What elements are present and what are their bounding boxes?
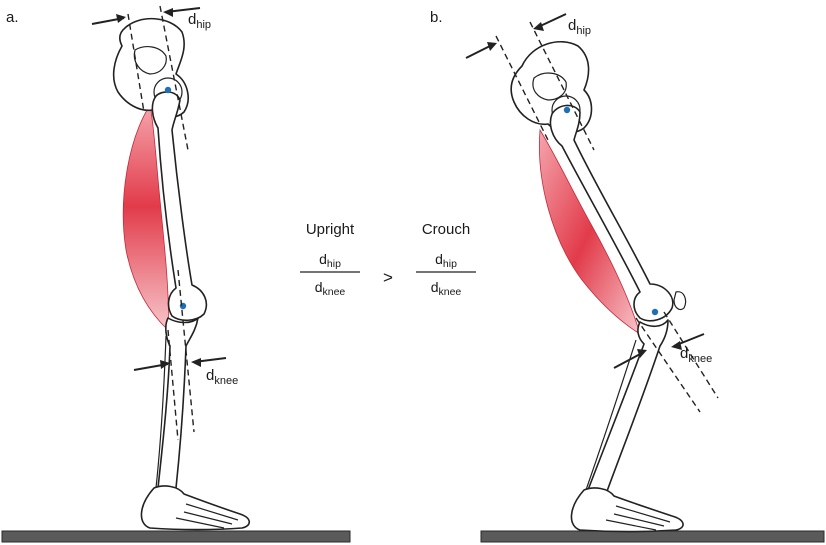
upright-heading: Upright <box>306 221 355 238</box>
hip-arrowhead-right-b <box>533 22 544 31</box>
hamstring-muscle-b <box>539 128 641 335</box>
knee-line-of-action-b <box>635 317 701 413</box>
hip-moment-arm-label-a: dhip <box>188 11 211 31</box>
fibula-a <box>155 335 167 489</box>
hip-arrowhead-left-a <box>116 14 126 23</box>
panel-a-label: a. <box>6 9 19 26</box>
pelvis-inner-a <box>133 46 167 75</box>
knee-joint-center-b <box>651 308 659 316</box>
hip-arrowhead-right-a <box>163 8 173 17</box>
upright-denominator: dknee <box>315 279 346 298</box>
femur-a <box>151 91 208 322</box>
foot-phalanges-a <box>175 503 239 529</box>
hip-joint-center-b <box>563 106 571 114</box>
foot-a <box>140 485 251 531</box>
knee-axis-line-a <box>177 269 195 433</box>
hip-line-of-action-a <box>127 13 145 113</box>
upright-numerator: dhip <box>319 251 341 270</box>
knee-moment-arm-label-a: dknee <box>206 367 238 387</box>
hip-joint-center-a <box>164 86 172 94</box>
knee-arrowhead-right-a <box>191 358 201 367</box>
crouch-denominator: dknee <box>431 279 462 298</box>
knee-moment-arm-label-b: dknee <box>680 345 712 365</box>
hip-axis-line-b <box>529 21 595 151</box>
knee-line-of-action-a <box>167 329 179 441</box>
panel-b: b. dhip dknee <box>430 9 825 543</box>
knee-arrowhead-left-a <box>160 360 170 369</box>
hip-arrowhead-left-b <box>487 42 497 51</box>
panel-b-label: b. <box>430 9 443 26</box>
knee-arrowhead-right-b <box>671 341 682 350</box>
ratio-comparison: Upright Crouch dhip dknee > dhip dknee <box>300 221 476 298</box>
foot-phalanges-b <box>605 505 671 531</box>
fibula-b <box>585 339 637 491</box>
hip-moment-arm-label-b: dhip <box>568 17 591 37</box>
ground-plate-b <box>480 530 825 543</box>
pelvis-inner-b <box>532 72 567 101</box>
knee-axis-line-b <box>663 311 719 399</box>
greater-than-symbol: > <box>383 268 393 287</box>
patella-b <box>673 291 687 311</box>
hip-axis-line-a <box>159 5 189 151</box>
knee-arrowhead-left-b <box>637 349 647 358</box>
ground-plate-a <box>1 530 351 543</box>
panel-a: a. dhip dknee <box>1 5 351 543</box>
crouch-heading: Crouch <box>422 221 470 238</box>
crouch-numerator: dhip <box>435 251 457 270</box>
tibia-a <box>157 317 199 495</box>
femur-b <box>549 104 674 322</box>
